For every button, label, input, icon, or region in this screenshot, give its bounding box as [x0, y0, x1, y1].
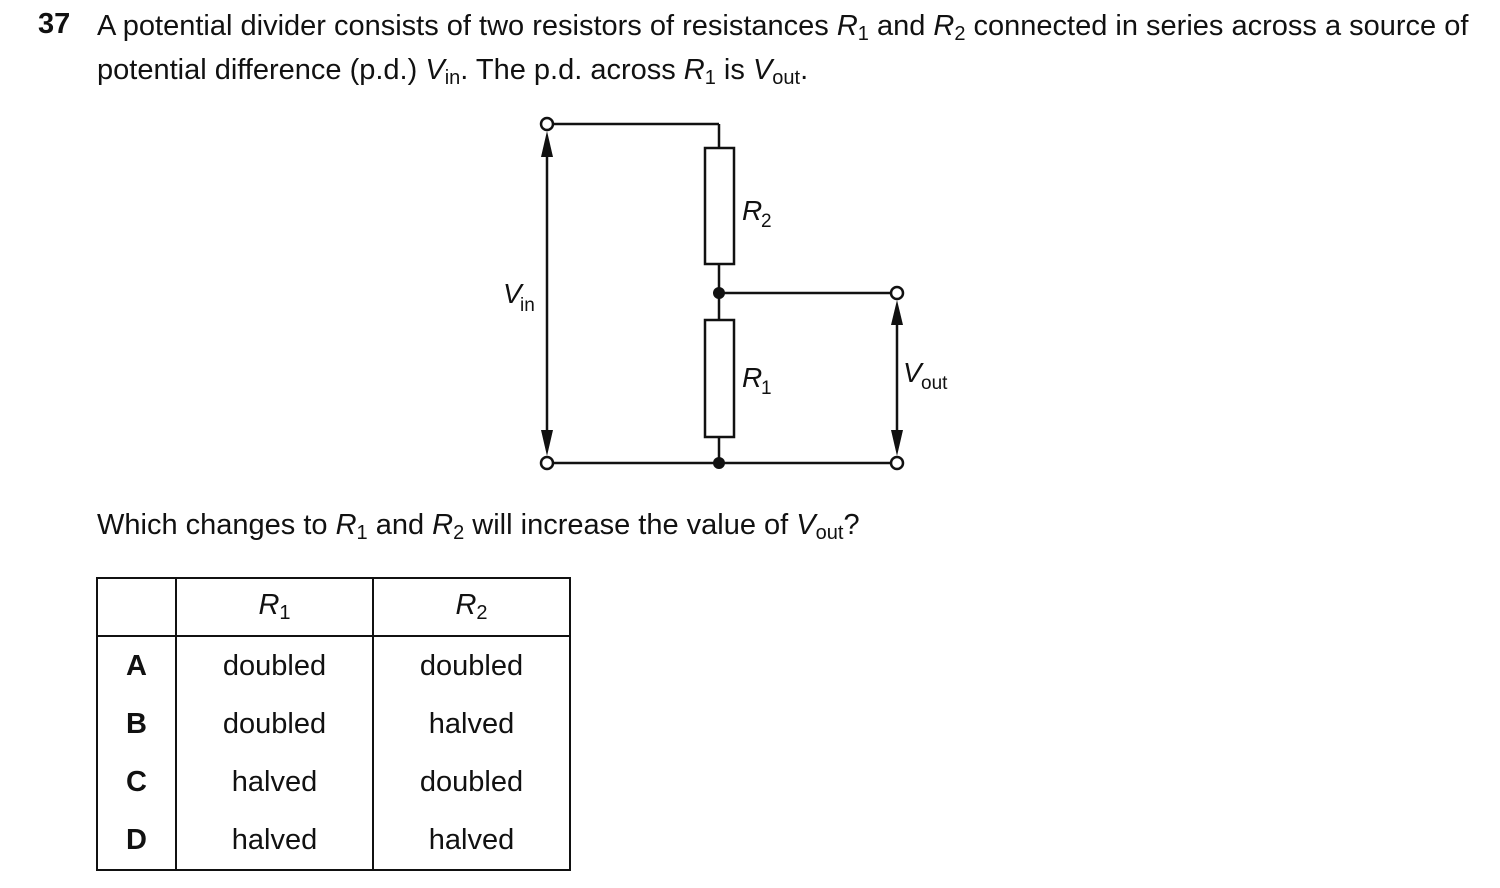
option-r1-change: halved: [175, 753, 374, 811]
header-blank-cell: [96, 578, 177, 637]
resistor-r2: [703, 146, 736, 266]
option-letter: C: [96, 753, 177, 811]
stem-vout: V: [752, 54, 773, 86]
header-r1-main: R: [258, 589, 280, 621]
terminal-top-left: [539, 116, 555, 132]
option-row-b[interactable]: B doubled halved: [96, 695, 571, 753]
prompt-text-4: ?: [843, 509, 860, 541]
option-letter: A: [96, 636, 177, 695]
question-stem: A potential divider consists of two resi…: [97, 8, 1477, 96]
answer-options-table: R1 R2 A doubled doubled B doubled halved…: [96, 577, 571, 871]
question-prompt: Which changes to R1 and R2 will increase…: [97, 507, 860, 551]
option-r1-change: doubled: [175, 695, 374, 753]
header-r1-sub: 1: [279, 602, 291, 624]
header-r1: R1: [175, 578, 374, 637]
table-header-row: R1 R2: [96, 578, 571, 637]
header-r2: R2: [372, 578, 571, 637]
option-row-d[interactable]: D halved halved: [96, 811, 571, 870]
option-r2-change: halved: [372, 695, 571, 753]
stem-text-6: .: [800, 54, 809, 86]
label-r2: R: [742, 195, 762, 226]
stem-text-1: A potential divider consists of two resi…: [97, 10, 837, 42]
label-vin: V: [503, 278, 524, 309]
stem-r2-sub: 2: [954, 23, 966, 45]
vout-arrowhead-up: [891, 300, 903, 325]
junction-dot-mid: [713, 287, 725, 299]
prompt-r1-sub: 1: [356, 522, 368, 544]
option-letter: D: [96, 811, 177, 870]
option-r2-change: doubled: [372, 753, 571, 811]
question-number: 37: [38, 8, 71, 40]
stem-r1b: R: [683, 54, 705, 86]
vin-arrowhead-up: [541, 131, 553, 157]
resistor-r1: [703, 318, 736, 439]
label-r2-sub: 2: [761, 211, 772, 232]
option-row-c[interactable]: C halved doubled: [96, 753, 571, 811]
prompt-vout-sub: out: [815, 522, 844, 544]
prompt-text-3: will increase the value of: [464, 509, 797, 541]
prompt-text-1: Which changes to: [97, 509, 336, 541]
stem-vin: V: [425, 54, 445, 86]
prompt-vout: V: [796, 509, 816, 541]
prompt-r2-sub: 2: [453, 522, 465, 544]
header-r2-main: R: [455, 589, 477, 621]
terminal-bottom-left: [539, 455, 555, 471]
stem-text-2: and: [868, 10, 934, 42]
label-r1-sub: 1: [761, 378, 772, 399]
label-vout: V: [903, 357, 924, 388]
stem-r1-sub: 1: [857, 23, 869, 45]
stem-r1b-sub: 1: [704, 67, 716, 89]
option-letter: B: [96, 695, 177, 753]
junction-dot-bottom: [713, 457, 725, 469]
header-r2-sub: 2: [476, 602, 488, 624]
option-r1-change: doubled: [175, 636, 374, 695]
label-vout-sub: out: [921, 373, 948, 394]
stem-vout-sub: out: [772, 67, 801, 89]
prompt-r2: R: [432, 509, 454, 541]
stem-text-4: . The p.d. across: [460, 54, 684, 86]
vin-arrowhead-down: [541, 430, 553, 456]
stem-r1: R: [836, 10, 858, 42]
stem-text-5: is: [715, 54, 753, 86]
prompt-text-2: and: [367, 509, 433, 541]
terminal-out-top: [889, 285, 905, 301]
option-r1-change: halved: [175, 811, 374, 870]
stem-vin-sub: in: [444, 67, 461, 89]
vout-arrowhead-down: [891, 430, 903, 456]
prompt-r1: R: [335, 509, 357, 541]
terminal-out-bottom: [889, 455, 905, 471]
stem-text-3: connected in series across a source of p…: [97, 10, 1469, 86]
option-r2-change: doubled: [372, 636, 571, 695]
label-vin-sub: in: [520, 295, 535, 316]
option-r2-change: halved: [372, 811, 571, 870]
option-row-a[interactable]: A doubled doubled: [96, 636, 571, 695]
stem-r2: R: [933, 10, 955, 42]
label-r1: R: [742, 362, 762, 393]
